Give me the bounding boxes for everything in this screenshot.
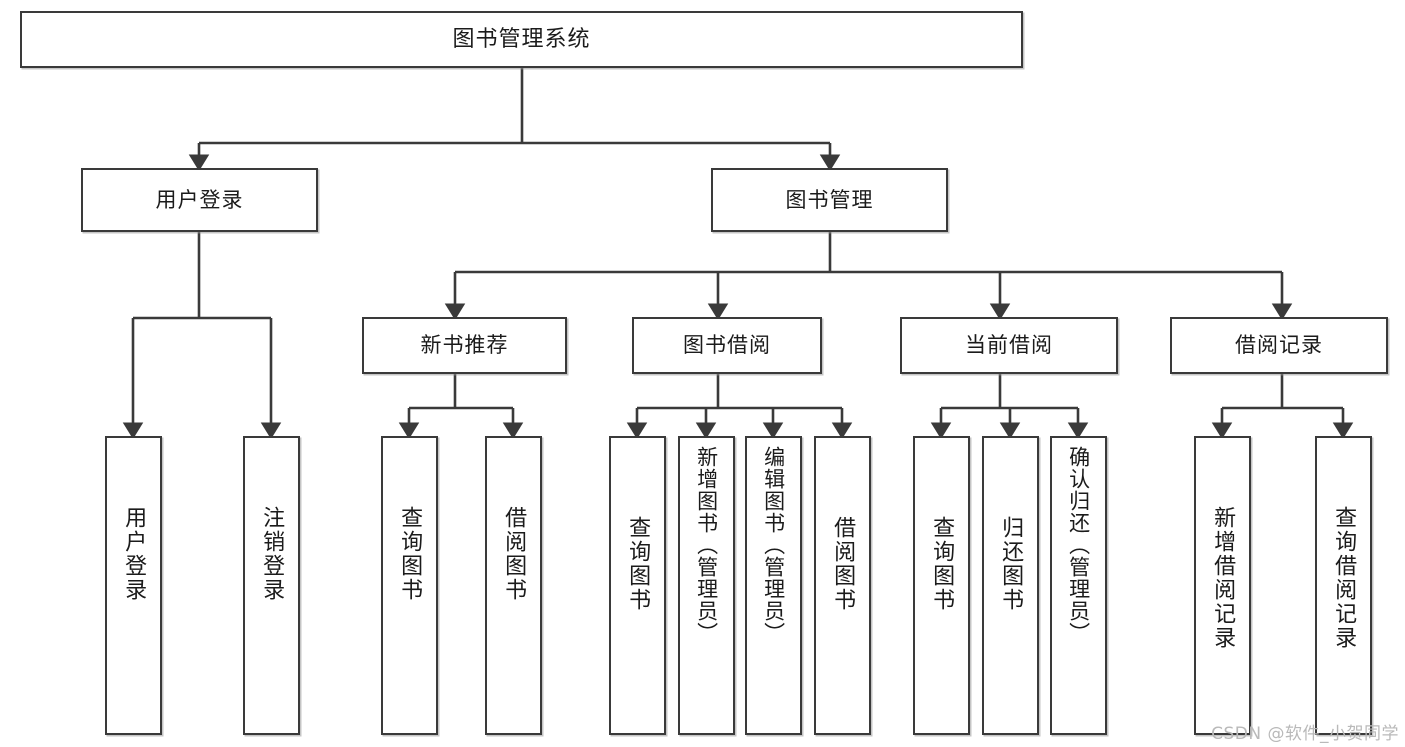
leaf-return-book-label: 归还图书: [998, 516, 1024, 612]
leaf-logout[interactable]: 注销登录: [243, 436, 300, 735]
node-user-login[interactable]: 用户登录: [81, 168, 318, 232]
leaf-query-book-recommend-label: 查询图书: [397, 506, 423, 602]
leaf-query-book-borrow[interactable]: 查询图书: [609, 436, 666, 735]
node-new-book-recommend[interactable]: 新书推荐: [362, 317, 567, 374]
node-new-book-recommend-label: 新书推荐: [420, 333, 509, 358]
leaf-logout-label: 注销登录: [259, 506, 285, 602]
leaf-borrow-book-label: 借阅图书: [830, 516, 856, 612]
leaf-add-borrow-record-label: 新增借阅记录: [1210, 506, 1236, 650]
leaf-add-borrow-record[interactable]: 新增借阅记录: [1194, 436, 1251, 735]
node-root[interactable]: 图书管理系统: [20, 11, 1023, 68]
leaf-query-book-current[interactable]: 查询图书: [913, 436, 970, 735]
node-book-borrow-label: 图书借阅: [683, 333, 771, 358]
leaf-query-book-current-label: 查询图书: [929, 516, 955, 612]
node-current-borrow-label: 当前借阅: [965, 333, 1053, 358]
node-borrow-record-label: 借阅记录: [1235, 333, 1323, 358]
node-current-borrow[interactable]: 当前借阅: [900, 317, 1118, 374]
leaf-borrow-book-recommend-label: 借阅图书: [501, 506, 527, 602]
leaf-add-book-admin[interactable]: 新增图书（管理员）: [678, 436, 735, 735]
leaf-query-borrow-record-label: 查询借阅记录: [1331, 506, 1357, 650]
leaf-edit-book-admin[interactable]: 编辑图书（管理员）: [745, 436, 802, 735]
node-user-login-label: 用户登录: [155, 187, 244, 212]
node-root-label: 图书管理系统: [452, 26, 591, 52]
leaf-confirm-return-admin-label: 确认归还（管理员）: [1066, 446, 1091, 644]
leaf-add-book-admin-label: 新增图书（管理员）: [694, 446, 719, 644]
leaf-user-login[interactable]: 用户登录: [105, 436, 162, 735]
leaf-borrow-book-recommend[interactable]: 借阅图书: [485, 436, 542, 735]
node-book-management[interactable]: 图书管理: [711, 168, 948, 232]
leaf-query-book-recommend[interactable]: 查询图书: [381, 436, 438, 735]
leaf-borrow-book[interactable]: 借阅图书: [814, 436, 871, 735]
node-borrow-record[interactable]: 借阅记录: [1170, 317, 1388, 374]
node-book-management-label: 图书管理: [785, 187, 874, 212]
leaf-return-book[interactable]: 归还图书: [982, 436, 1039, 735]
leaf-confirm-return-admin[interactable]: 确认归还（管理员）: [1050, 436, 1107, 735]
leaf-query-book-borrow-label: 查询图书: [625, 516, 651, 612]
leaf-query-borrow-record[interactable]: 查询借阅记录: [1315, 436, 1372, 735]
leaf-edit-book-admin-label: 编辑图书（管理员）: [761, 446, 786, 644]
node-book-borrow[interactable]: 图书借阅: [632, 317, 822, 374]
leaf-user-login-label: 用户登录: [121, 506, 147, 602]
